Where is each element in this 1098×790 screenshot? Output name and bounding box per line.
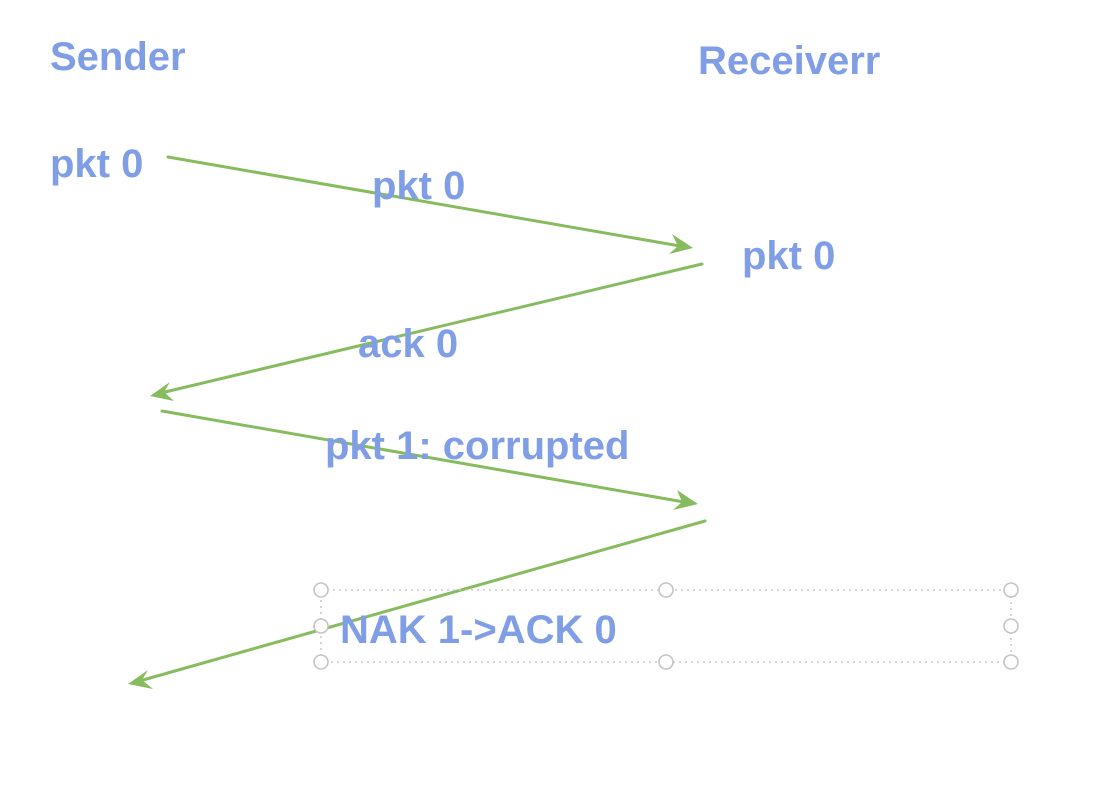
arrow-pkt1[interactable] (160, 409, 698, 510)
arrow-ack0[interactable] (150, 262, 704, 401)
sender-pkt0-label: pkt 0 (50, 142, 143, 186)
selection-handle[interactable] (313, 618, 329, 634)
arrow-nak1[interactable] (128, 519, 707, 689)
selection-handle[interactable] (658, 582, 674, 598)
selection-handle[interactable] (1003, 618, 1019, 634)
msg-pkt1-label: pkt 1: corrupted (325, 424, 629, 468)
receiver-pkt0-label: pkt 0 (742, 234, 835, 278)
text-selection-box[interactable] (313, 582, 1019, 670)
selection-handle[interactable] (1003, 582, 1019, 598)
msg-ack0-label: ack 0 (358, 322, 458, 366)
msg-pkt0-label: pkt 0 (372, 164, 465, 208)
msg-nak-label[interactable]: NAK 1->ACK 0 (340, 608, 617, 652)
sender-heading: Sender (50, 35, 186, 79)
arrow-pkt0[interactable] (166, 155, 693, 254)
receiver-heading: Receiverr (698, 39, 880, 83)
selection-handle[interactable] (658, 654, 674, 670)
selection-handle[interactable] (313, 582, 329, 598)
selection-handle[interactable] (313, 654, 329, 670)
selection-handle[interactable] (1003, 654, 1019, 670)
